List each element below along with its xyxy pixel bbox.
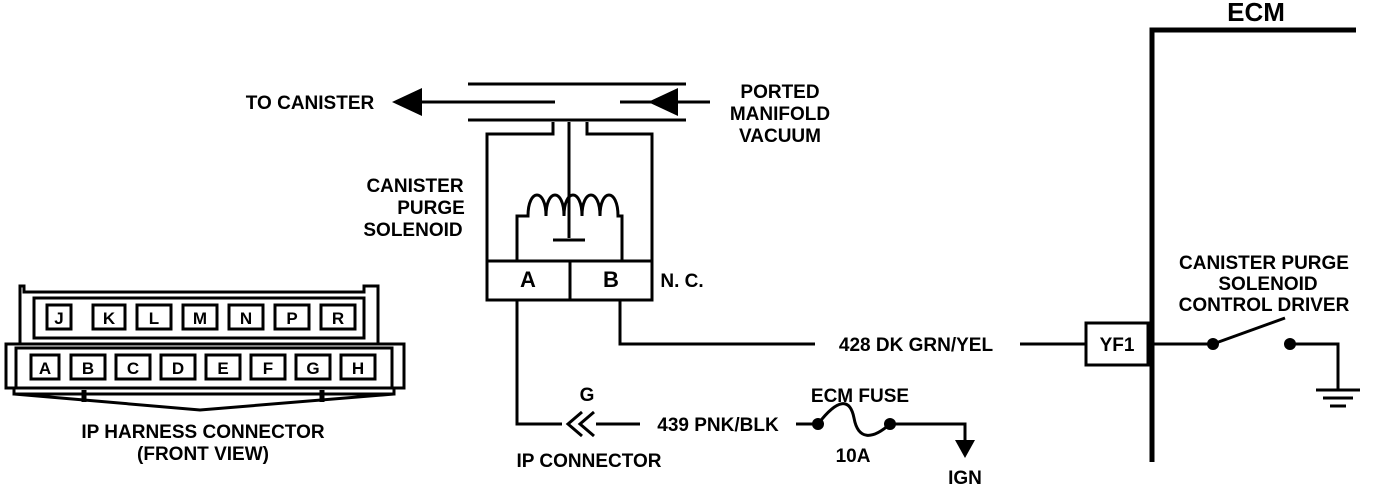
control-driver: CANISTER PURGE SOLENOID CONTROL DRIVER — [1179, 253, 1360, 408]
ign-label: IGN — [948, 468, 982, 486]
ported-vacuum-label-3: VACUUM — [739, 126, 821, 147]
harness-pin-label-a: A — [39, 359, 51, 378]
harness-pin-c — [114, 353, 152, 381]
harness-lower-frame — [14, 346, 394, 390]
harness-pin-label-l: L — [149, 309, 159, 328]
driver-label-1: CANISTER PURGE — [1179, 253, 1349, 274]
harness-pin-e — [204, 353, 242, 381]
harness-pin-label-b: B — [82, 359, 94, 378]
harness-pin-label-f: F — [263, 359, 273, 378]
harness-upper-frame — [32, 296, 366, 340]
harness-pin-n — [227, 303, 265, 331]
wire-428-label: 428 DK GRN/YEL — [839, 335, 994, 356]
harness-label-2: (FRONT VIEW) — [137, 444, 269, 465]
to-canister-arrowhead — [392, 88, 422, 116]
harness-top-row: J K L M N P R — [45, 303, 357, 331]
vacuum-arrowhead — [648, 88, 678, 116]
harness-pin-label-g: G — [306, 359, 319, 378]
harness-pin-label-n: N — [240, 309, 252, 328]
ip-connector-label: IP CONNECTOR — [517, 451, 662, 472]
ecm-terminal-label: YF1 — [1100, 335, 1135, 356]
ground-icon — [1316, 388, 1360, 408]
harness-pin-l — [135, 303, 173, 331]
ip-connector-icon — [565, 410, 595, 438]
fuse-icon — [816, 402, 891, 437]
harness-pin-label-h: H — [352, 359, 364, 378]
solenoid-coil-icon — [515, 193, 624, 260]
canister-purge-solenoid: A B N. C. CANISTER PURGE SOLENOID — [363, 122, 704, 302]
wire-428-segment-1 — [618, 300, 815, 346]
harness-pin-label-d: D — [172, 359, 184, 378]
harness-pin-label-m: M — [193, 309, 207, 328]
wire-439-segment-1 — [515, 300, 562, 426]
ign-wire — [890, 422, 967, 444]
solenoid-label-2: PURGE — [397, 198, 465, 219]
ip-connector-terminal: G — [580, 385, 595, 406]
harness-pin-label-r: R — [332, 309, 344, 328]
harness-pin-a — [29, 353, 61, 381]
harness-label-1: IP HARNESS CONNECTOR — [81, 422, 324, 443]
harness-pin-r — [319, 303, 357, 331]
terminal-b-label: B — [603, 267, 619, 292]
ported-vacuum-label-2: MANIFOLD — [730, 104, 830, 125]
harness-pin-m — [181, 303, 219, 331]
ip-harness-connector: J K L M N P R A B C D E F — [4, 284, 406, 465]
fuse-name: ECM FUSE — [811, 386, 909, 407]
to-canister-label: TO CANISTER — [246, 93, 375, 114]
harness-pin-p — [273, 303, 311, 331]
wire-439: G IP CONNECTOR 439 PNK/BLK ECM FUSE 10A … — [515, 300, 982, 486]
solenoid-label-1: CANISTER — [366, 176, 463, 197]
harness-base — [13, 392, 395, 412]
ign-arrow-icon — [955, 440, 975, 458]
harness-pin-label-j: J — [54, 309, 63, 328]
harness-pin-label-k: K — [103, 309, 116, 328]
terminal-a-label: A — [520, 267, 536, 292]
harness-pin-f — [249, 353, 287, 381]
harness-pin-b — [69, 353, 107, 381]
harness-pin-j — [45, 303, 73, 331]
fuse-rating: 10A — [836, 446, 871, 467]
harness-pin-label-e: E — [217, 359, 228, 378]
harness-pin-d — [159, 353, 197, 381]
ground-wire — [1290, 342, 1340, 390]
ecm-boundary — [1149, 27, 1356, 462]
ecm-title: ECM — [1227, 0, 1285, 27]
ported-vacuum-label-1: PORTED — [740, 82, 819, 103]
normally-closed-label: N. C. — [660, 271, 703, 292]
driver-label-3: CONTROL DRIVER — [1179, 295, 1350, 316]
harness-pin-h — [339, 353, 377, 381]
switch-blade — [1212, 316, 1286, 346]
harness-pin-label-p: P — [286, 309, 297, 328]
wire-428: 428 DK GRN/YEL YF1 — [618, 300, 1211, 367]
harness-bottom-row: A B C D E F G H — [29, 353, 377, 381]
harness-pin-g — [294, 353, 332, 381]
ecm-terminal-box — [1084, 321, 1150, 367]
vacuum-lines: TO CANISTER PORTED MANIFOLD VACUUM — [246, 82, 830, 147]
harness-pin-label-c: C — [127, 359, 139, 378]
solenoid-label-3: SOLENOID — [363, 220, 462, 241]
driver-label-2: SOLENOID — [1218, 274, 1317, 295]
ecm-module: ECM — [1149, 0, 1356, 462]
harness-pin-k — [91, 303, 127, 331]
wire-439-label: 439 PNK/BLK — [657, 415, 779, 436]
